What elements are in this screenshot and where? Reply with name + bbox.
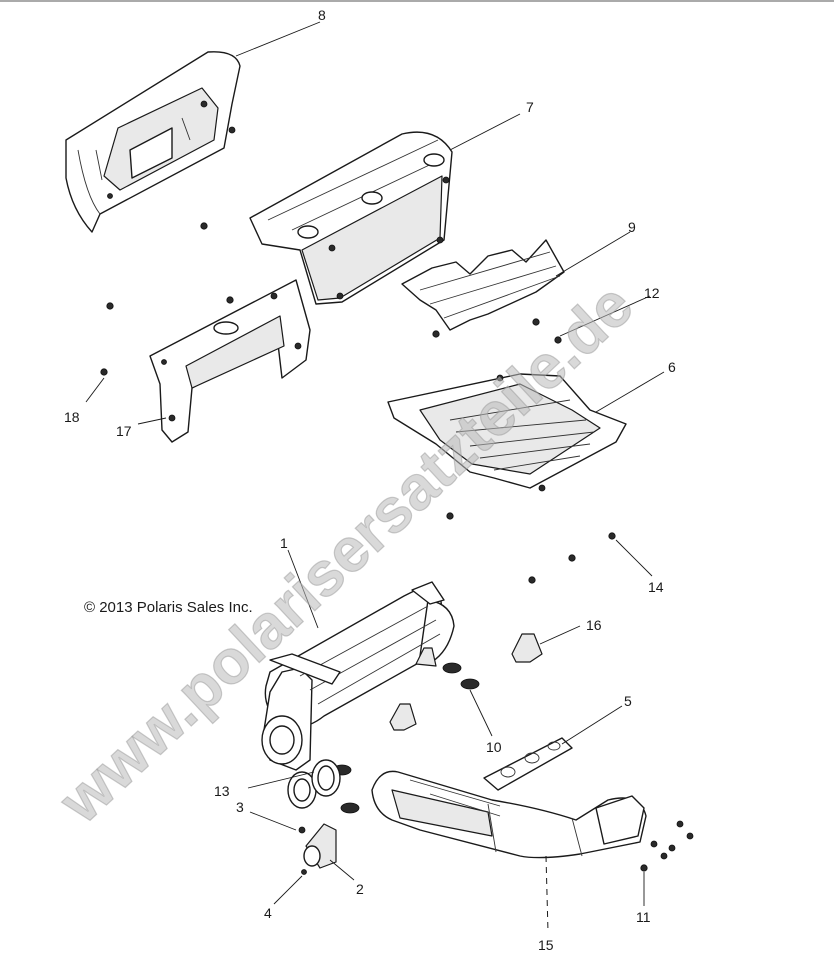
callout-10: 10 [486,739,502,755]
callout-18: 18 [64,409,80,425]
callout-13: 13 [214,783,230,799]
part-6-lower-heat-shield [387,373,627,492]
callout-9: 9 [628,219,636,235]
part-10-springs [332,662,480,814]
part-17-bracket [149,279,311,443]
callout-3: 3 [236,799,244,815]
part-9-corrugated-shield [401,239,565,331]
callout-5: 5 [624,693,632,709]
part-16-rubber-mounts [389,633,543,731]
copyright-text: © 2013 Polaris Sales Inc. [84,599,253,616]
callout-15: 15 [538,937,554,953]
fasteners-group [100,222,616,584]
part-7-upper-heat-shield [249,131,453,305]
callout-11: 11 [636,909,651,925]
callout-2: 2 [356,881,364,897]
part-2-3-4-small-parts [298,823,337,875]
part-13-gasket [311,759,341,797]
callout-14: 14 [648,579,664,595]
leader-lines [85,21,665,933]
callout-17: 17 [116,423,132,439]
part-11-bolts [640,820,694,872]
callout-1: 1 [280,535,288,551]
callout-7: 7 [526,99,534,115]
callout-8: 8 [318,7,326,23]
part-15-head-pipe [371,770,647,859]
callout-4: 4 [264,905,272,921]
callout-12: 12 [644,285,660,301]
callout-16: 16 [586,617,602,633]
part-5-exhaust-gasket [483,737,573,791]
callout-numbers: 1 2 3 4 5 6 7 8 9 10 11 12 13 14 15 16 1… [64,7,676,953]
callout-6: 6 [668,359,676,375]
part-8-rear-heat-shield [65,51,241,233]
part-1-muffler [261,581,455,809]
